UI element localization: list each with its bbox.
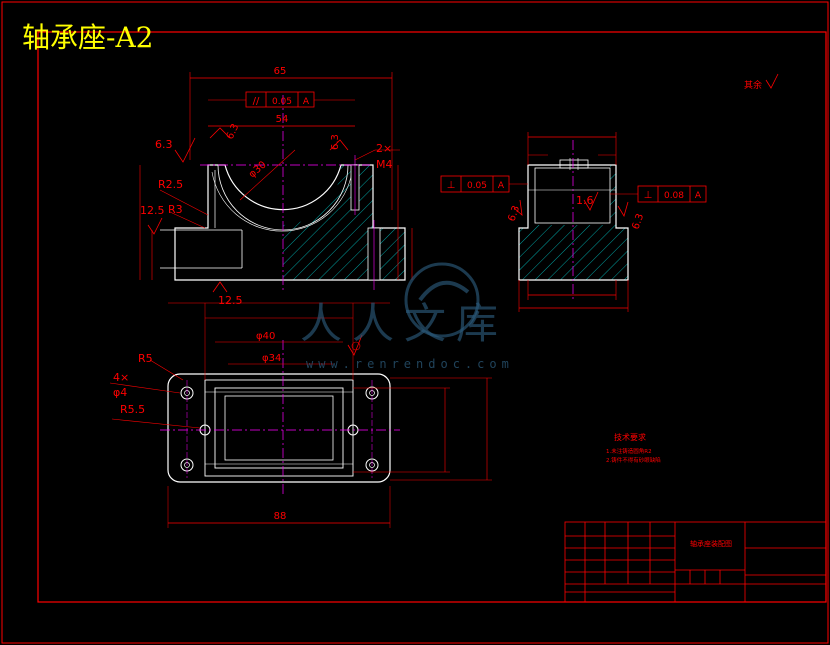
notes-heading: 技术要求 bbox=[614, 432, 646, 442]
side-tol-left-datum: A bbox=[498, 181, 505, 191]
top-hole-diameter: φ4 bbox=[113, 386, 127, 399]
side-tol-left-symbol: ⊥ bbox=[447, 180, 456, 191]
side-roughness-right: 6.3 bbox=[630, 212, 646, 231]
front-roughness-bottom: 12.5 bbox=[218, 294, 243, 307]
front-tol-symbol: // bbox=[253, 96, 260, 107]
front-roughness-side: 12.5 bbox=[140, 204, 165, 217]
watermark-url: www.renrendoc.com bbox=[306, 357, 514, 371]
top-view: φ40 φ34 R5 4× φ4 R5.5 88 bbox=[109, 302, 492, 528]
side-tol-right-datum: A bbox=[695, 191, 702, 201]
dim-overall-width: 65 bbox=[274, 66, 287, 77]
top-radius-2: R5.5 bbox=[120, 403, 145, 416]
title-block-drawing-name: 轴承座装配图 bbox=[690, 539, 732, 548]
drawing-title: 轴承座-A2 bbox=[22, 21, 154, 54]
top-diameter-2: φ34 bbox=[262, 353, 281, 364]
front-roughness-top: 6.3 bbox=[225, 122, 242, 141]
notes-line-2: 2.铸件不得有砂眼缺陷 bbox=[606, 456, 661, 464]
side-tol-left-value: 0.05 bbox=[467, 181, 487, 191]
front-tol-value: 0.05 bbox=[272, 97, 292, 107]
side-view: ⊥ 0.05 A ⊥ 0.08 A 1.6 6.3 6.3 bbox=[440, 132, 707, 312]
watermark-logo bbox=[404, 262, 480, 338]
front-tol-datum: A bbox=[303, 97, 310, 107]
side-tol-right-value: 0.08 bbox=[664, 191, 684, 201]
side-section-hatch bbox=[519, 165, 628, 280]
front-hole-note-count: 2× bbox=[376, 142, 392, 155]
top-outline bbox=[167, 373, 391, 483]
top-dim-overall-length: 88 bbox=[274, 511, 287, 522]
front-hole-note-thread: M4 bbox=[376, 158, 393, 171]
top-diameter-1: φ40 bbox=[256, 331, 275, 342]
watermark-text: 人人文库 bbox=[300, 299, 509, 348]
dim-inner-width: 54 bbox=[276, 114, 289, 125]
inner-frame bbox=[37, 31, 827, 603]
bore-arc-outer bbox=[211, 171, 353, 232]
notes-line-1: 1.未注铸造圆角R2 bbox=[606, 447, 652, 455]
front-roughness-left: 6.3 bbox=[155, 138, 173, 151]
title-block bbox=[564, 521, 827, 603]
top-radius-1: R5 bbox=[138, 352, 153, 365]
top-hole-count: 4× bbox=[113, 371, 129, 384]
front-radius-2: R3 bbox=[168, 203, 183, 216]
front-radius-1: R2.5 bbox=[158, 178, 183, 191]
side-tol-right-symbol: ⊥ bbox=[644, 190, 653, 201]
front-roughness-right: 6.3 bbox=[330, 134, 341, 150]
technical-notes: 技术要求 1.未注铸造圆角R2 2.铸件不得有砂眼缺陷 bbox=[606, 432, 661, 464]
side-roughness-center: 1.6 bbox=[576, 194, 594, 207]
general-roughness-note: 其余 bbox=[744, 73, 779, 91]
side-roughness-left: 6.3 bbox=[506, 204, 522, 223]
front-section-hatch bbox=[283, 165, 405, 280]
top-right-note: 其余 bbox=[744, 79, 762, 91]
front-view: 65 // 0.05 A 54 6.3 6.3 6.3 2× M4 φ30 R2… bbox=[139, 66, 413, 307]
